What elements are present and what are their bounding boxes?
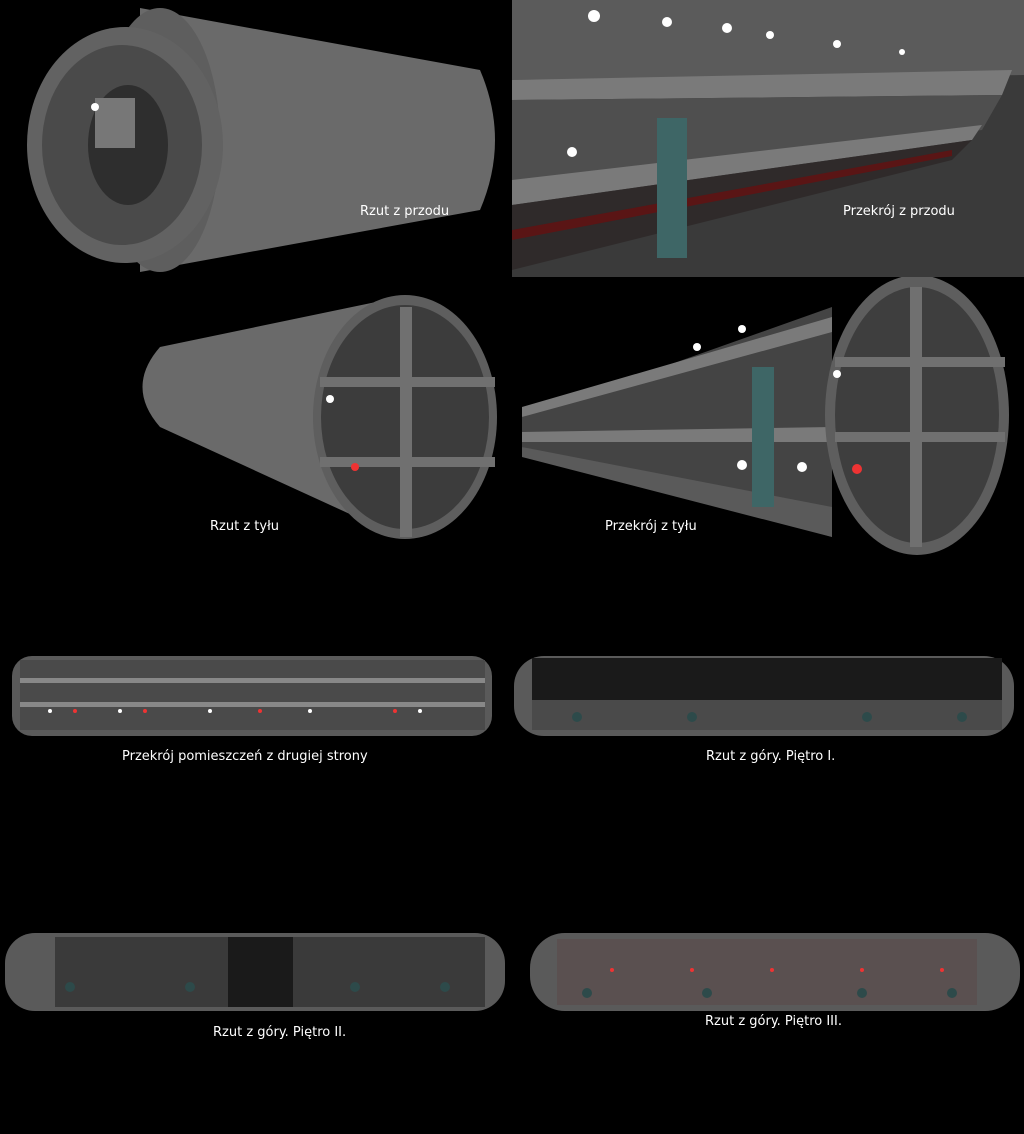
front-section-render: Przekrój z przodu — [512, 0, 1024, 277]
front-view-render: Rzut z przodu — [0, 0, 512, 277]
floor2-top-render: Rzut z góry. Piętro II. — [0, 925, 512, 1055]
caption-front-section: Przekrój z przodu — [843, 204, 955, 219]
floor1-top-render: Rzut z góry. Piętro I. — [512, 650, 1024, 780]
rear-view-render: Rzut z tyłu — [0, 277, 512, 577]
caption-rear-section: Przekrój z tyłu — [605, 519, 697, 534]
caption-front-view: Rzut z przodu — [360, 204, 450, 219]
floor3-top-render: Rzut z góry. Piętro III. — [512, 925, 1024, 1055]
caption-rooms-section: Przekrój pomieszczeń z drugiej strony — [122, 749, 368, 764]
caption-floor1: Rzut z góry. Piętro I. — [706, 749, 836, 764]
caption-floor2: Rzut z góry. Piętro II. — [213, 1025, 347, 1040]
rooms-section-render: Przekrój pomieszczeń z drugiej strony — [0, 650, 512, 780]
caption-floor3: Rzut z góry. Piętro III. — [705, 1014, 842, 1029]
caption-rear-view: Rzut z tyłu — [210, 519, 280, 534]
rear-section-render: Przekrój z tyłu — [512, 277, 1024, 577]
